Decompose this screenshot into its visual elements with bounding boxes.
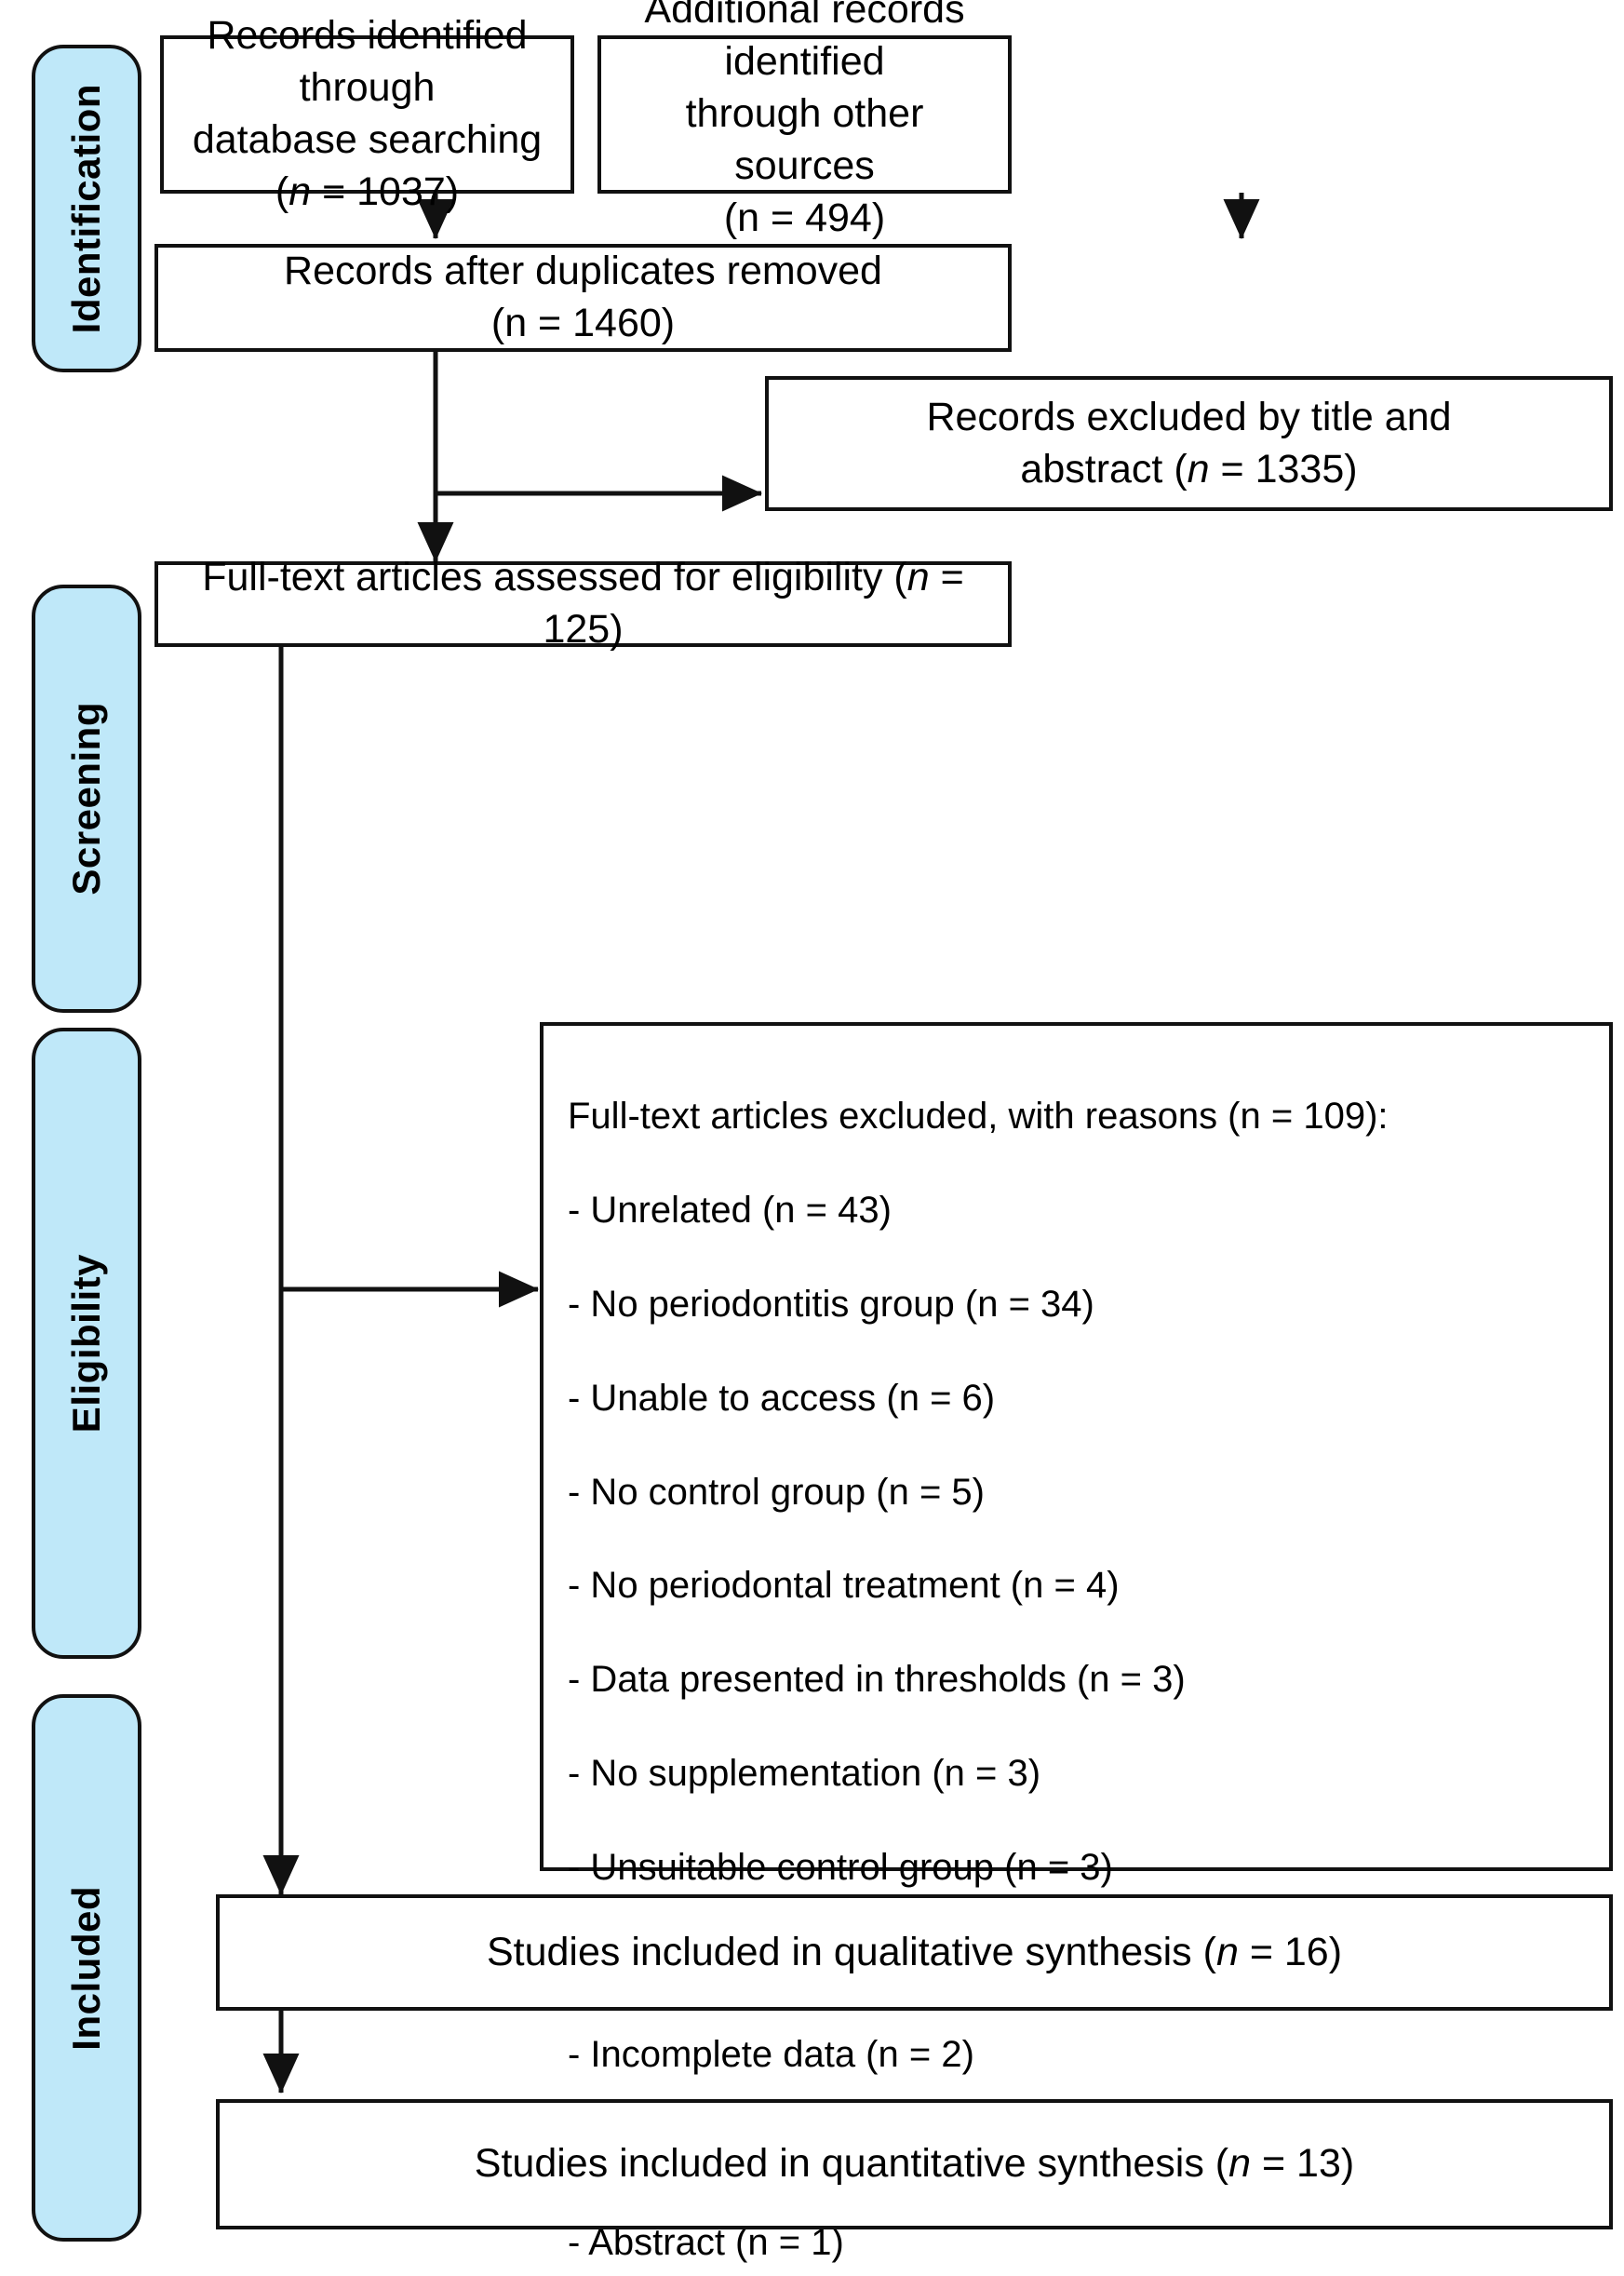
reason-item: - Unsuitable control group (n = 3) — [568, 1846, 1113, 1888]
fulltext-excluded-heading: Full-text articles excluded, with reason… — [568, 1096, 1389, 1138]
reason-item: - No periodontal treatment (n = 4) — [568, 1565, 1120, 1607]
os-line2: through other sources — [685, 91, 924, 188]
stage-tab-eligibility-label: Eligibility — [64, 1253, 108, 1434]
box-fulltext-excluded-reasons: Full-text articles excluded, with reason… — [540, 1022, 1613, 2263]
quant-prefix: Studies included in quantitative synthes… — [474, 2141, 1229, 2187]
box-records-after-duplicates-removed: Records after duplicates removed (n = 146… — [154, 244, 1012, 352]
box-quantitative-synthesis: Studies included in quantitative synthes… — [216, 2099, 1613, 2229]
exc-line2-suffix: = 1335) — [1209, 446, 1358, 492]
db-line2: database searching — [192, 117, 543, 162]
box-records-excluded-title-abstract: Records excluded by title and abstract (n… — [765, 376, 1613, 511]
stage-tab-identification[interactable]: Identification — [32, 45, 141, 372]
dup-line1: Records after duplicates removed — [284, 249, 882, 294]
stage-tab-eligibility[interactable]: Eligibility — [32, 1028, 141, 1659]
box-records-identified-database-text: Records identified through database searc… — [177, 10, 557, 219]
db-line3-n: n — [289, 168, 312, 214]
db-line3-suffix: = 1037) — [311, 168, 460, 214]
fta-prefix: Full-text articles assessed for eligibil… — [202, 555, 907, 600]
box-qualitative-synthesis-text: Studies included in qualitative synthesi… — [487, 1927, 1342, 1979]
box-records-excluded-title-abstract-text: Records excluded by title and abstract (n… — [926, 392, 1451, 496]
dup-line2: (n = 1460) — [490, 301, 676, 345]
fta-n: n — [906, 555, 930, 600]
reason-item: - Data presented in thresholds (n = 3) — [568, 1659, 1186, 1701]
reason-item: - No supplementation (n = 3) — [568, 1752, 1041, 1794]
reason-item: - No control group (n = 5) — [568, 1471, 985, 1513]
reason-item: - Unrelated (n = 43) — [568, 1190, 892, 1232]
quant-n: n — [1228, 2141, 1252, 2187]
os-line3: (n = 494) — [723, 195, 886, 240]
box-quantitative-synthesis-text: Studies included in quantitative synthes… — [475, 2138, 1354, 2190]
exc-line2-n: n — [1187, 446, 1210, 492]
qual-suffix: = 16) — [1238, 1929, 1343, 1974]
db-line3-prefix: ( — [275, 168, 289, 214]
exc-line2-prefix: abstract ( — [1020, 446, 1188, 492]
box-fulltext-excluded-reasons-text: Full-text articles excluded, with reason… — [568, 1046, 1389, 2276]
box-records-after-duplicates-removed-text: Records after duplicates removed (n = 146… — [284, 246, 882, 350]
box-records-identified-database: Records identified through database searc… — [160, 13, 574, 214]
stage-tab-identification-label: Identification — [64, 83, 108, 334]
os-line1: Additional records identified — [644, 0, 965, 85]
fta-suffix: = 125) — [543, 555, 964, 652]
qual-n: n — [1215, 1929, 1239, 1974]
reason-item: - Unable to access (n = 6) — [568, 1377, 996, 1419]
exc-line1: Records excluded by title and — [926, 394, 1452, 439]
db-line1: Records identified through — [207, 13, 528, 111]
stage-tab-included-label: Included — [64, 1885, 108, 2051]
reason-item: - Incomplete data (n = 2) — [568, 2034, 974, 2076]
box-fulltext-assessed-eligibility: Full-text articles assessed for eligibil… — [154, 555, 1012, 652]
stage-tab-screening-label: Screening — [64, 702, 108, 896]
qual-prefix: Studies included in qualitative synthesi… — [486, 1929, 1216, 1974]
box-fulltext-assessed-eligibility-text: Full-text articles assessed for eligibil… — [171, 552, 995, 656]
stage-tab-included[interactable]: Included — [32, 1694, 141, 2242]
quant-suffix: = 13) — [1251, 2141, 1355, 2187]
box-qualitative-synthesis: Studies included in qualitative synthesi… — [216, 1894, 1613, 2011]
stage-tab-screening[interactable]: Screening — [32, 585, 141, 1013]
reason-item: - No periodontitis group (n = 34) — [568, 1283, 1094, 1325]
